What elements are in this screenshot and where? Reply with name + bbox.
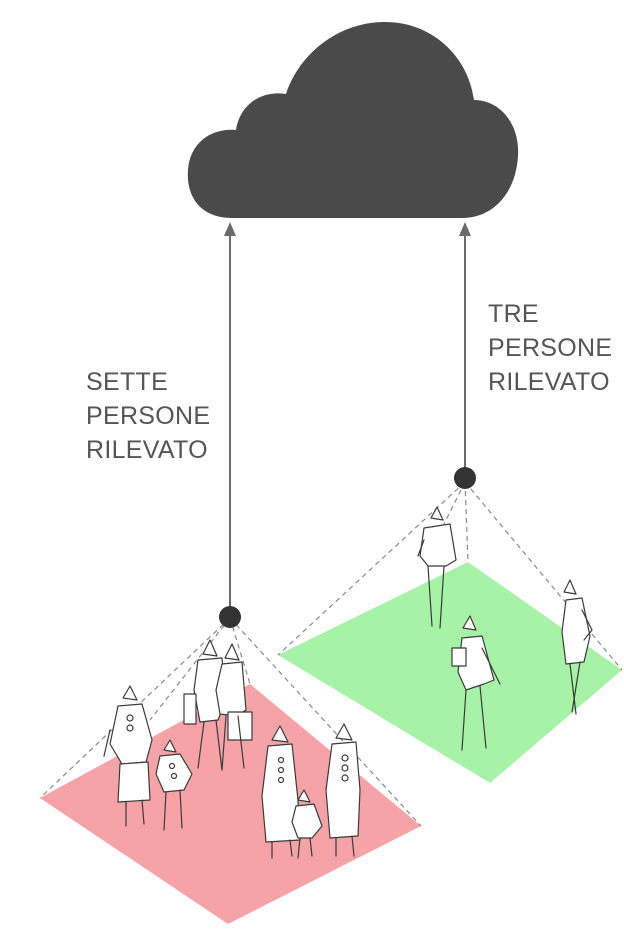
left-count-label-line-3: RILEVATO <box>86 433 210 467</box>
person-icon <box>326 724 360 856</box>
left-count-label-line-2: PERSONE <box>86 399 210 433</box>
left-sensor-icon <box>219 606 241 628</box>
left-upload-arrow <box>224 222 236 608</box>
right-upload-arrow <box>459 222 471 470</box>
right-detection-zone <box>278 562 622 783</box>
left-count-label: SETTE PERSONE RILEVATO <box>86 365 210 467</box>
right-count-label-line-2: PERSONE <box>488 331 612 365</box>
left-count-label-line-1: SETTE <box>86 365 210 399</box>
right-count-label-line-1: TRE <box>488 297 612 331</box>
right-count-label: TRE PERSONE RILEVATO <box>488 297 612 399</box>
cloud-icon <box>188 22 518 218</box>
right-sensor-icon <box>454 467 476 489</box>
right-count-label-line-3: RILEVATO <box>488 365 612 399</box>
